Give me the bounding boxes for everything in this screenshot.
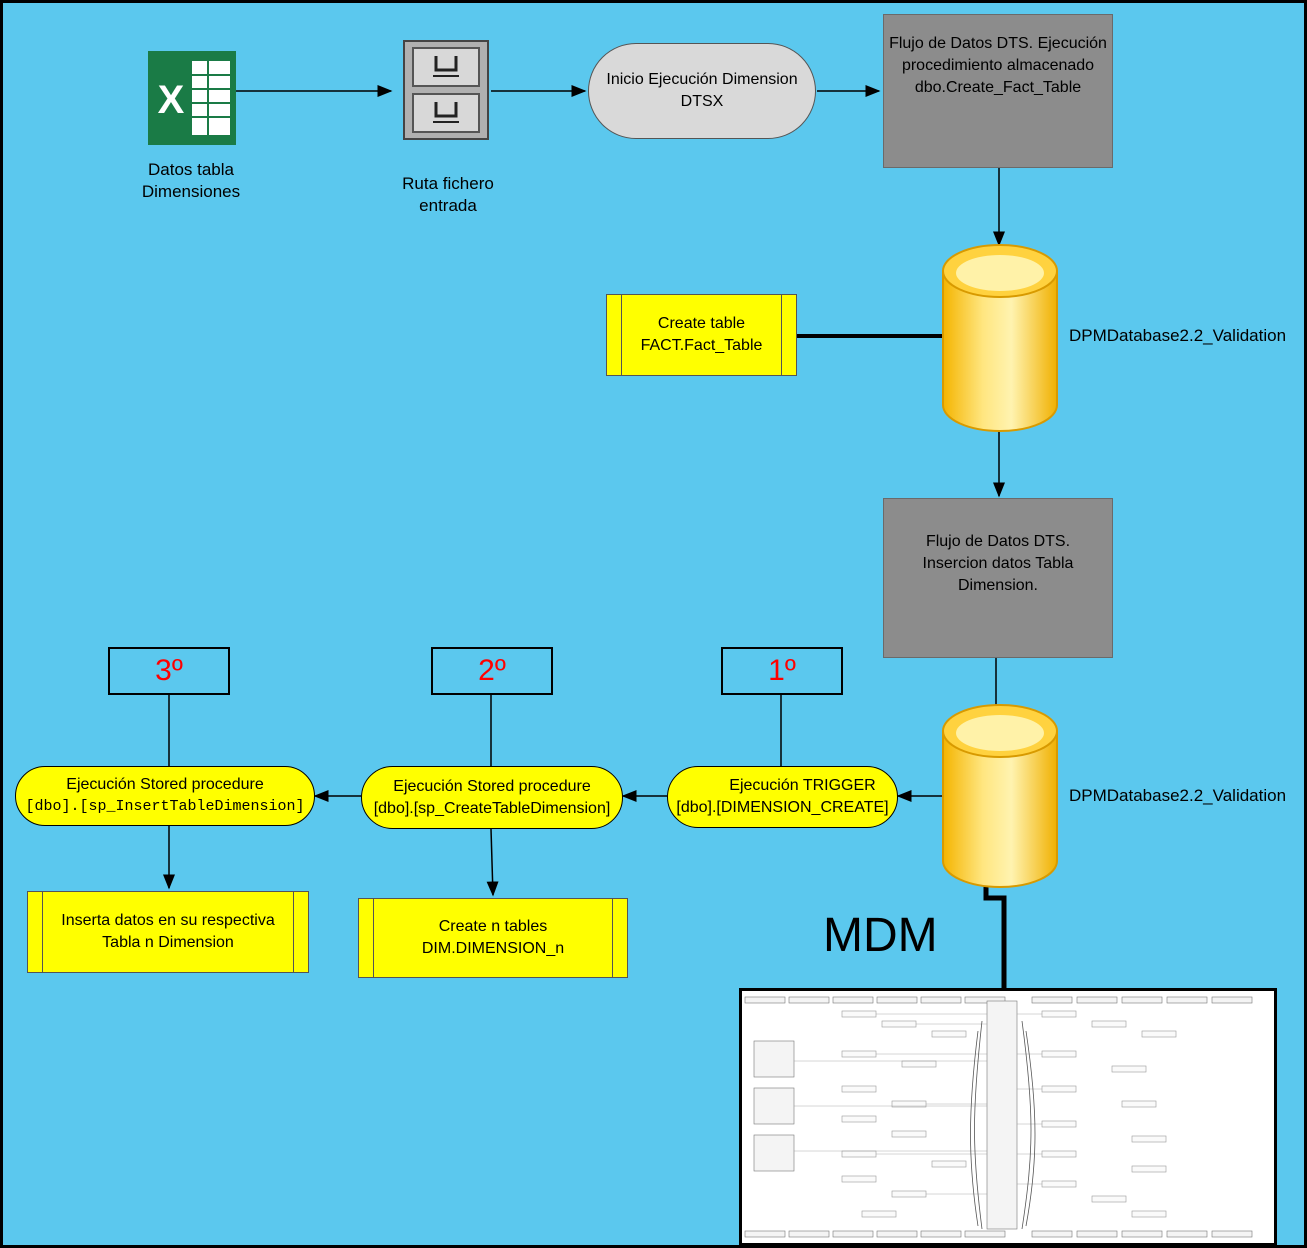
sp-create-line1: Ejecución Stored procedure [393, 777, 591, 795]
trigger-line2: [dbo].[DIMENSION_CREATE] [676, 799, 889, 816]
dts-dimension-box: Flujo de Datos DTS. Insercion datos Tabl… [883, 498, 1113, 658]
file-cabinet-icon [403, 40, 489, 140]
sp-insert-line2: [dbo].[sp_InsertTableDimension] [25, 798, 305, 815]
svg-text:X: X [158, 78, 185, 122]
dts-dim-text: Flujo de Datos DTS. Insercion datos Tabl… [922, 533, 1074, 594]
mdm-diagram-sketch [742, 991, 1274, 1243]
order-2-box: 2º [431, 647, 553, 695]
inserta-datos-box: Inserta datos en su respectiva Tabla n D… [27, 891, 309, 973]
start-terminator: Inicio Ejecución Dimension DTSX [588, 43, 816, 139]
dts-fact-box: Flujo de Datos DTS. Ejecución procedimie… [883, 14, 1113, 168]
mdm-diagram-thumbnail [739, 988, 1277, 1245]
db2-label: DPMDatabase2.2_Validation [1069, 786, 1287, 805]
sp-create-pill: Ejecución Stored procedure [dbo].[sp_Cre… [361, 766, 623, 829]
mdm-title: MDM [823, 909, 938, 962]
db1-label: DPMDatabase2.2_Validation [1069, 326, 1287, 345]
create-fact-table-box: Create table FACT.Fact_Table [606, 294, 797, 376]
sp-create-line2: [dbo].[sp_CreateTableDimension] [373, 799, 611, 817]
link-db2-to-mdm [983, 886, 1007, 1003]
order-1-box: 1º [721, 647, 843, 695]
arrow-sp-create-to-create-n [486, 828, 499, 897]
excel-label: Datos tabla Dimensiones [141, 160, 241, 201]
dts-fact-text: Flujo de Datos DTS. Ejecución procedimie… [889, 35, 1107, 96]
order-3-box: 3º [108, 647, 230, 695]
create-fact-text: Create table FACT.Fact_Table [640, 315, 763, 354]
trigger-line1: Ejecución TRIGGER [729, 777, 876, 794]
database-cylinder-icon [942, 244, 1058, 432]
connectors [163, 85, 1007, 1003]
cabinet-label: Ruta fichero entrada [402, 174, 494, 215]
sp-insert-pill: Ejecución Stored procedure [dbo].[sp_Ins… [15, 766, 315, 826]
create-n-tables-box: Create n tables DIM.DIMENSION_n [358, 898, 628, 978]
sp-insert-line1: Ejecución Stored procedure [66, 776, 264, 793]
excel-icon: X [148, 51, 236, 145]
database-cylinder-icon [942, 704, 1058, 888]
create-n-text: Create n tables DIM.DIMENSION_n [421, 918, 565, 957]
trigger-pill: Ejecución TRIGGER [dbo].[DIMENSION_CREAT… [667, 766, 898, 828]
inserta-text: Inserta datos en su respectiva Tabla n D… [61, 912, 275, 951]
